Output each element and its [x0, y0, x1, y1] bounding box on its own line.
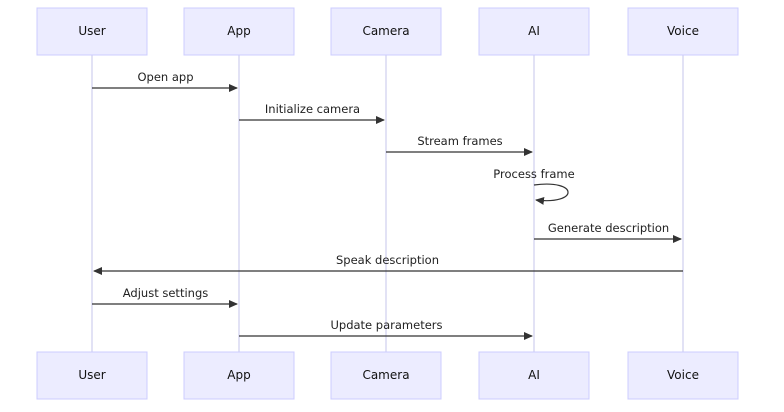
- actor-label: Camera: [362, 368, 409, 382]
- message-label: Process frame: [493, 167, 574, 181]
- actor-label: App: [227, 24, 250, 38]
- actor-label: AI: [528, 24, 540, 38]
- actor-box: [36, 7, 148, 56]
- actor-label: User: [78, 24, 105, 38]
- actor-box: [478, 351, 590, 400]
- actor-label: User: [78, 368, 105, 382]
- message-6: Speak description: [93, 253, 683, 275]
- actor-label: Voice: [667, 368, 699, 382]
- actor-camera-bottom: Camera: [330, 351, 442, 400]
- actor-box: [183, 7, 295, 56]
- actor-label: App: [227, 368, 250, 382]
- message-3: Stream frames: [386, 134, 533, 156]
- message-label: Stream frames: [417, 134, 502, 148]
- actor-voice-top: Voice: [627, 7, 739, 56]
- actor-ai-top: AI: [478, 7, 590, 56]
- message-7: Adjust settings: [92, 286, 238, 308]
- message-5: Generate description: [534, 221, 682, 243]
- actor-voice-bottom: Voice: [627, 351, 739, 400]
- message-2: Initialize camera: [239, 102, 385, 124]
- message-1: Open app: [92, 70, 238, 92]
- actor-camera-top: Camera: [330, 7, 442, 56]
- message-label: Speak description: [336, 253, 439, 267]
- message-8: Update parameters: [239, 318, 533, 340]
- actor-box: [627, 7, 739, 56]
- actor-app-bottom: App: [183, 351, 295, 400]
- actor-app-top: App: [183, 7, 295, 56]
- actor-user-top: User: [36, 7, 148, 56]
- message-label: Open app: [137, 70, 193, 84]
- message-4: Process frame: [493, 167, 575, 205]
- actor-box: [330, 351, 442, 400]
- actor-label: AI: [528, 368, 540, 382]
- actor-box: [330, 7, 442, 56]
- actor-ai-bottom: AI: [478, 351, 590, 400]
- actor-box: [36, 351, 148, 400]
- actor-box: [183, 351, 295, 400]
- message-label: Adjust settings: [123, 286, 208, 300]
- actor-label: Camera: [362, 24, 409, 38]
- actor-box: [627, 351, 739, 400]
- self-message-arrow: [533, 183, 569, 205]
- message-label: Update parameters: [330, 318, 442, 332]
- message-label: Initialize camera: [265, 102, 360, 116]
- actor-label: Voice: [667, 24, 699, 38]
- message-label: Generate description: [548, 221, 669, 235]
- actor-box: [478, 7, 590, 56]
- actor-user-bottom: User: [36, 351, 148, 400]
